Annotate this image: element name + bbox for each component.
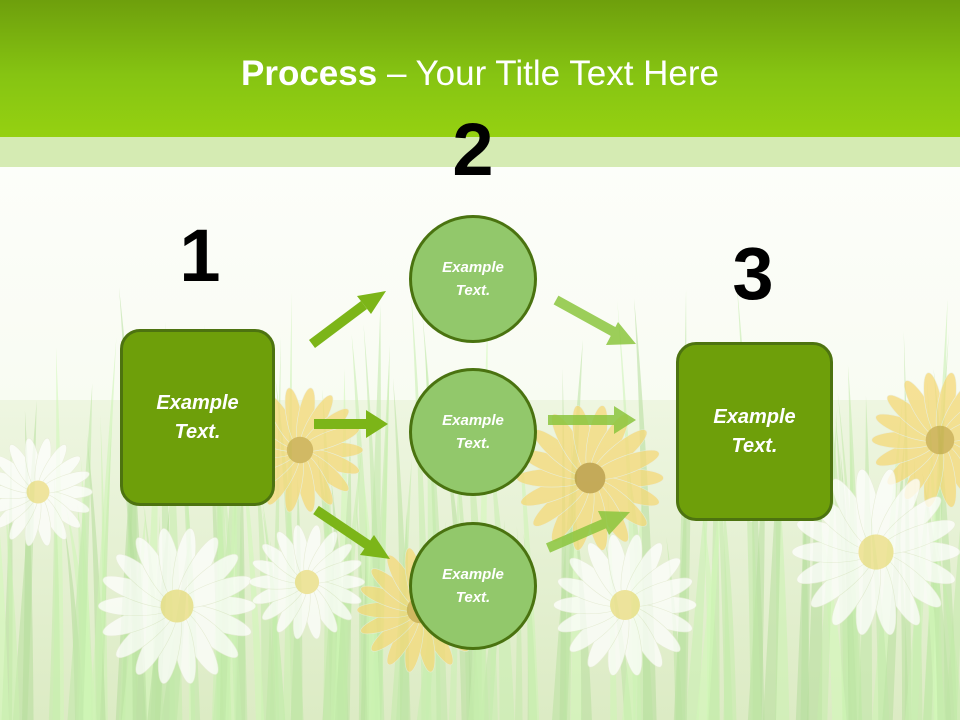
step-2-circle-middle: Example Text. [409,368,537,496]
circle-middle-text: Example Text. [442,412,504,452]
slide-title: Process – Your Title Text Here [0,52,960,96]
title-bar [0,0,960,137]
title-bold: Process [241,54,378,93]
flower-decoration [0,372,960,684]
arrow-1-to-middle [314,410,388,438]
arrow-bottom-to-3 [546,511,630,553]
step-2-circle-top: Example Text. [409,215,537,343]
arrow-top-to-3 [553,295,636,345]
step-1-number: 1 [179,214,221,297]
step-3-box: Example Text. [676,342,833,521]
step-3-text: Example Text. [713,405,796,457]
arrow-1-to-top [309,291,386,348]
arrow-middle-to-3 [548,406,636,434]
circle-top-text: Example Text. [442,259,504,299]
circle-bottom-text: Example Text. [442,566,504,606]
arrow-1-to-bottom [313,505,390,559]
step-1-box: Example Text. [120,329,275,506]
step-3-number: 3 [732,232,774,315]
step-2-circle-bottom: Example Text. [409,522,537,650]
step-2-number: 2 [452,108,494,191]
step-1-text: Example Text. [156,391,239,443]
title-rest: – Your Title Text Here [377,54,719,93]
title-band [0,137,960,167]
